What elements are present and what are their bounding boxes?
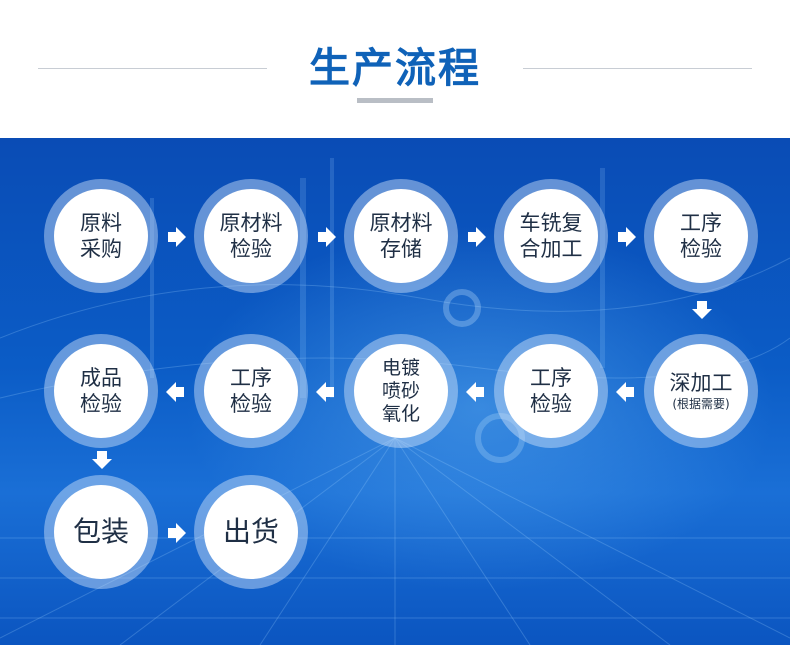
node-label: 工序 检验	[530, 366, 572, 416]
arrow-right-icon	[618, 227, 636, 247]
page-title: 生产流程	[309, 44, 481, 92]
node-plating-sandblast-oxidation: 电镀 喷砂 氧化	[354, 344, 448, 438]
node-label: 原材料 检验	[219, 211, 283, 261]
arrow-right-icon	[168, 523, 186, 543]
node-raw-material-storage: 原材料 存储	[354, 189, 448, 283]
node-deep-processing: 深加工 (根据需要)	[654, 344, 748, 438]
node-label: 出货	[222, 515, 279, 548]
arrow-right-icon	[468, 227, 486, 247]
node-label: 原料 采购	[80, 211, 122, 261]
node-process-inspection-2: 工序 检验	[504, 344, 598, 438]
header: 生产流程	[0, 0, 790, 138]
node-finished-product-inspection: 成品 检验	[54, 344, 148, 438]
node-process-inspection-1: 工序 检验	[654, 189, 748, 283]
node-label: 包装	[72, 515, 129, 548]
node-label: 工序 检验	[230, 366, 272, 416]
arrow-right-icon	[318, 227, 336, 247]
node-label: 电镀 喷砂 氧化	[381, 356, 420, 425]
node-sublabel: (根据需要)	[672, 397, 730, 411]
node-label: 成品 检验	[80, 366, 122, 416]
node-label: 车铣复 合加工	[519, 211, 583, 261]
title-divider-right	[523, 68, 752, 69]
node-label: 原材料 存储	[369, 211, 433, 261]
node-label: 深加工 (根据需要)	[669, 371, 733, 411]
node-label: 工序 检验	[680, 211, 722, 261]
background-decoration	[0, 158, 790, 645]
title-underbar	[357, 98, 433, 103]
node-shipping: 出货	[204, 485, 298, 579]
node-turn-mill-machining: 车铣复 合加工	[504, 189, 598, 283]
node-raw-material-inspection: 原材料 检验	[204, 189, 298, 283]
node-raw-material-purchase: 原料 采购	[54, 189, 148, 283]
node-packaging: 包装	[54, 485, 148, 579]
process-panel: 原料 采购 原材料 检验 原材料 存储 车铣复 合加工 工序 检验 深加工 (根…	[0, 138, 790, 645]
node-process-inspection-3: 工序 检验	[204, 344, 298, 438]
title-divider-left	[38, 68, 267, 69]
arrow-right-icon	[168, 227, 186, 247]
